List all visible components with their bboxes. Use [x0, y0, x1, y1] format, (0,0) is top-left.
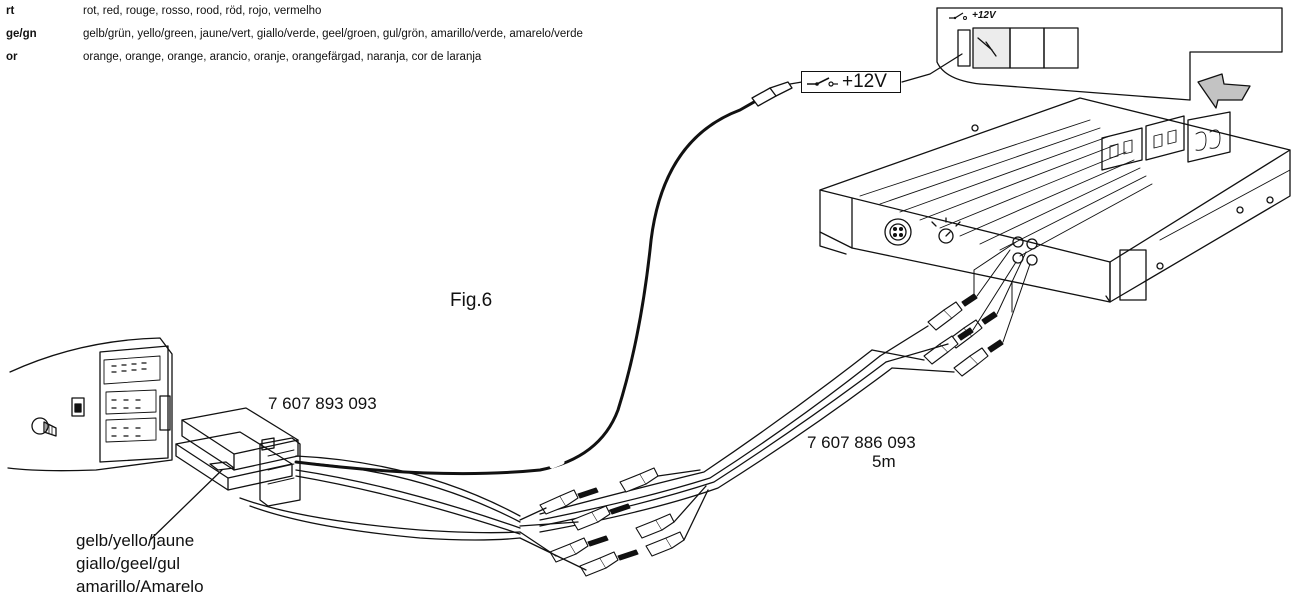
adapter-part-number: 7 607 893 093: [268, 394, 377, 413]
rca-plugs-right: [923, 293, 1004, 377]
vehicle-panel: [936, 7, 1283, 101]
switch-icon: [949, 12, 967, 20]
cable-harness: [239, 455, 521, 541]
adapter-connector: [175, 407, 301, 507]
rca-right-fanout: [871, 325, 955, 373]
legend-desc: orange, orange, orange, arancio, oranje,…: [83, 51, 482, 63]
switch-box-to-panel: [901, 53, 963, 83]
wire-color-line: giallo/geel/gul: [76, 554, 180, 573]
wire-color-note: gelb/yello/jaune giallo/geel/gul amarill…: [76, 529, 204, 598]
cable-part-number: 7 607 886 093: [807, 433, 916, 452]
wire-connector: [751, 81, 793, 107]
legend-desc: gelb/grün, yello/green, jaune/vert, gial…: [83, 28, 583, 40]
ignition-switch-box: +12V: [801, 71, 901, 93]
rca-to-amp-wires: [972, 241, 1031, 343]
ignition-wire: [294, 92, 770, 476]
figure-label: Fig.6: [450, 290, 493, 311]
rca-cable-bundle: [539, 349, 893, 533]
switch-icon: [807, 77, 838, 87]
switch-box-lead: [789, 81, 803, 85]
insert-direction-arrow: [1197, 73, 1251, 109]
cable-length: 5m: [872, 452, 896, 471]
panel-voltage: +12V: [972, 10, 996, 21]
switch-box-voltage: +12V: [842, 71, 887, 92]
legend-code: or: [6, 51, 18, 63]
wire-note-pointer: [149, 469, 223, 541]
rca-plugs-left: [539, 467, 685, 577]
amplifier: [819, 97, 1291, 303]
ignition-wire-break: [549, 459, 565, 469]
wire-color-line: gelb/yello/jaune: [76, 531, 195, 550]
legend-desc: rot, red, rouge, rosso, rood, röd, rojo,…: [83, 5, 322, 17]
legend-code: rt: [6, 5, 15, 17]
rca-left-fanout: [519, 469, 709, 571]
legend-code: ge/gn: [6, 28, 37, 40]
wire-color-line: amarillo/Amarelo: [76, 577, 204, 596]
head-unit: [7, 337, 173, 472]
